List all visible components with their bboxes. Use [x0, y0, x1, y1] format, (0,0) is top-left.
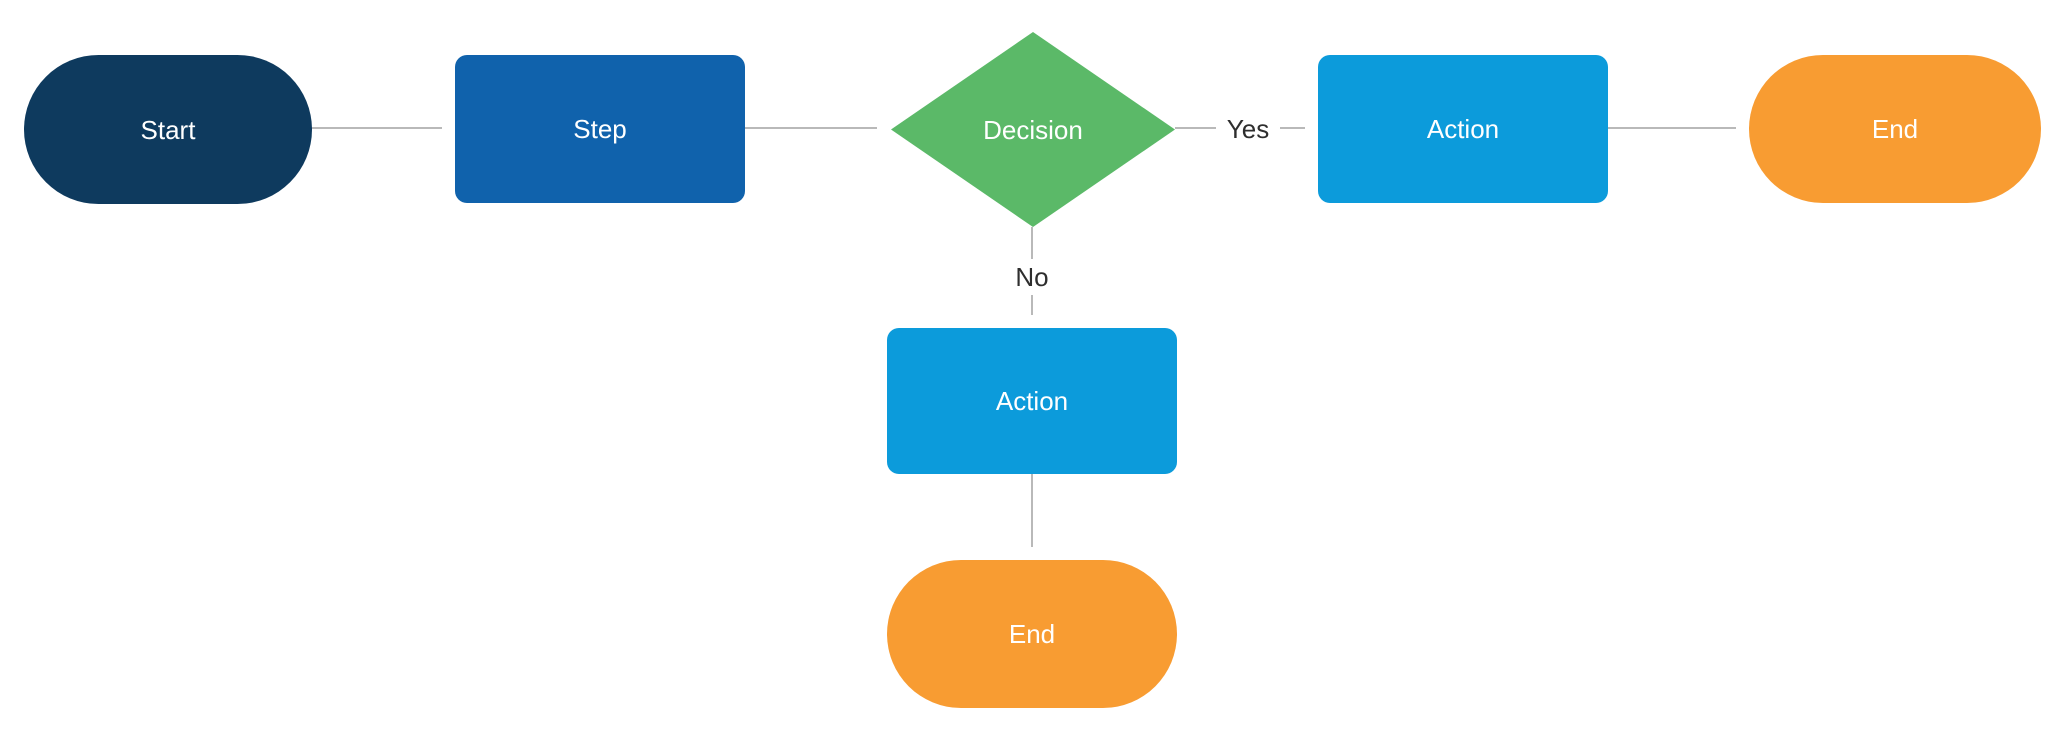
edge-start-step [312, 127, 442, 129]
edge-label-yes: Yes [1216, 111, 1280, 147]
edge-action-end-no [1031, 474, 1033, 547]
edge-step-decision [745, 127, 877, 129]
node-action-yes[interactable]: Action [1318, 55, 1608, 203]
edge-label-no: No [1002, 259, 1062, 295]
node-step[interactable]: Step [455, 55, 745, 203]
node-end-yes-label: End [1871, 114, 1919, 144]
node-end-no[interactable]: End [887, 560, 1177, 708]
node-step-label: Step [573, 114, 627, 144]
node-action-yes-label: Action [1426, 114, 1500, 144]
node-decision-label: Decision [983, 114, 1083, 145]
node-end-yes[interactable]: End [1749, 55, 2041, 203]
node-start-label: Start [140, 114, 196, 145]
node-start[interactable]: Start [24, 55, 312, 204]
node-end-no-label: End [1008, 619, 1056, 649]
node-decision[interactable]: Decision [891, 32, 1175, 227]
edge-action-end-yes [1608, 127, 1736, 129]
node-action-no[interactable]: Action [887, 328, 1177, 474]
node-action-no-label: Action [995, 386, 1069, 416]
